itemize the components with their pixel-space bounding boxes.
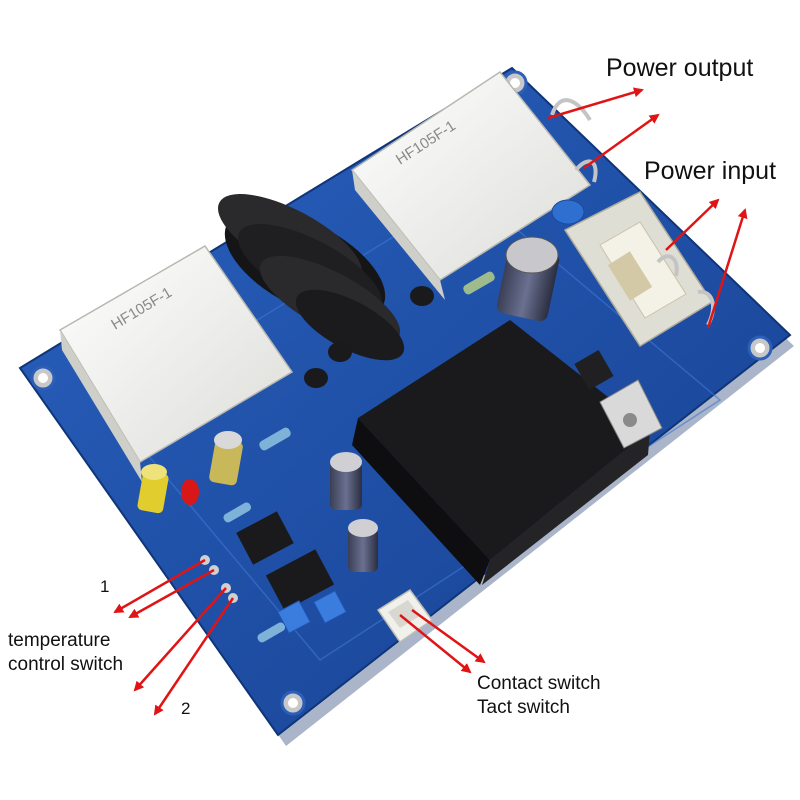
- relay-left: HF105F-1: [58, 245, 294, 482]
- mounting-holes: [30, 70, 773, 716]
- transistor-3: [304, 368, 328, 388]
- arrow-power-output-1: [547, 87, 644, 120]
- fuse-holder: [563, 191, 714, 348]
- arrow-temp-pin2-b: [153, 597, 235, 716]
- capacitor-large: [496, 236, 560, 322]
- output-lead-1: [550, 98, 592, 122]
- label-power-output: Power output: [606, 54, 754, 82]
- arrow-contact-switch-2: [411, 608, 486, 664]
- voltage-regulator: [574, 350, 663, 449]
- label-switch-pin-2: 2: [181, 699, 191, 718]
- capacitor-small-2: [137, 464, 169, 514]
- capacitor-small-1: [209, 431, 243, 486]
- trimmer-cap-2: [313, 590, 347, 624]
- arrow-power-output-2: [583, 113, 660, 170]
- transformer: [352, 320, 650, 585]
- ic-chip-2: [265, 549, 335, 611]
- relay-right: HF105F-1: [350, 70, 592, 300]
- capacitor-small-3: [330, 452, 362, 510]
- arrow-contact-switch-1: [399, 614, 472, 674]
- resistor-3: [223, 502, 252, 523]
- annotation-arrows: [113, 87, 748, 716]
- resistor-4: [257, 622, 286, 643]
- ic-chip-1: [236, 511, 294, 565]
- label-switch-pin-1: 1: [100, 577, 110, 596]
- red-led: [181, 479, 199, 505]
- toroid-inductor: [217, 194, 405, 361]
- arrow-temp-pin1-b: [128, 568, 215, 619]
- arrow-temp-pin1-a: [113, 558, 206, 614]
- label-contact-switch: Contact switch: [477, 673, 601, 694]
- transistor-1: [410, 286, 434, 306]
- trimmer-cap-1: [277, 600, 311, 634]
- label-power-input: Power input: [644, 157, 777, 185]
- input-lead-1: [656, 254, 679, 277]
- arrow-temp-pin2-a: [133, 587, 227, 692]
- transistor-2: [328, 342, 352, 362]
- arrow-power-input-2: [706, 208, 748, 329]
- varistor: [551, 199, 585, 225]
- resistor-2: [259, 427, 291, 451]
- label-tact-switch: Tact switch: [477, 697, 570, 718]
- label-temperature-line1: temperature: [8, 630, 111, 651]
- arrow-power-input-1: [665, 198, 720, 251]
- capacitor-small-4: [348, 519, 378, 572]
- resistor-1: [463, 271, 495, 295]
- label-temperature-line2: control switch: [8, 654, 124, 675]
